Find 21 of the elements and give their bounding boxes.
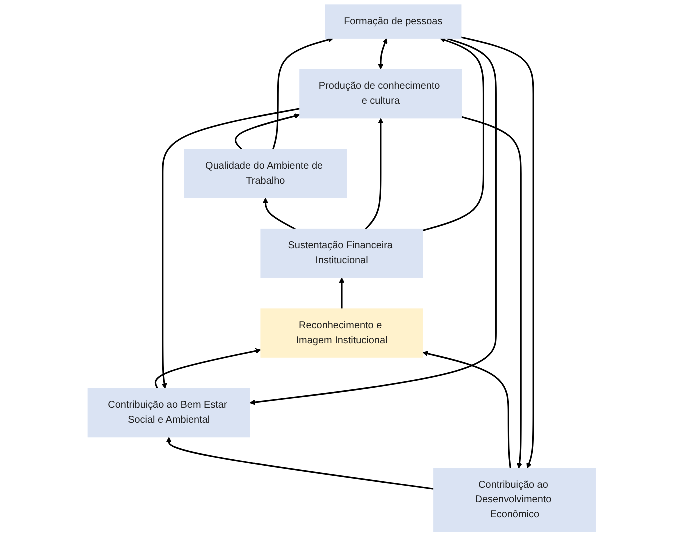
arrow — [272, 37, 334, 150]
arrow — [339, 278, 345, 309]
arrow — [365, 118, 384, 230]
arrow — [422, 38, 484, 232]
arrow — [378, 38, 388, 70]
arrow — [461, 36, 534, 469]
arrow — [162, 108, 300, 389]
node-box: Produção de conhecimento e cultura — [300, 69, 462, 119]
node-box: Sustentação Financeira Institucional — [260, 228, 424, 278]
node-box: Contribuição ao Desenvolvimento Econômico — [434, 468, 596, 532]
arrow — [262, 198, 296, 230]
arrow — [422, 351, 512, 469]
node-box: Qualidade do Ambiente de Trabalho — [184, 149, 347, 198]
arrow — [235, 114, 300, 150]
arrow — [250, 38, 497, 406]
node-box: Reconhecimento e Imagem Institucional — [260, 308, 424, 358]
node-box: Formação de pessoas — [325, 4, 462, 39]
arrow — [166, 437, 434, 490]
arrow — [462, 116, 522, 469]
arrow — [154, 348, 262, 390]
node-box: Contribuição ao Bem Estar Social e Ambiental — [88, 388, 250, 438]
